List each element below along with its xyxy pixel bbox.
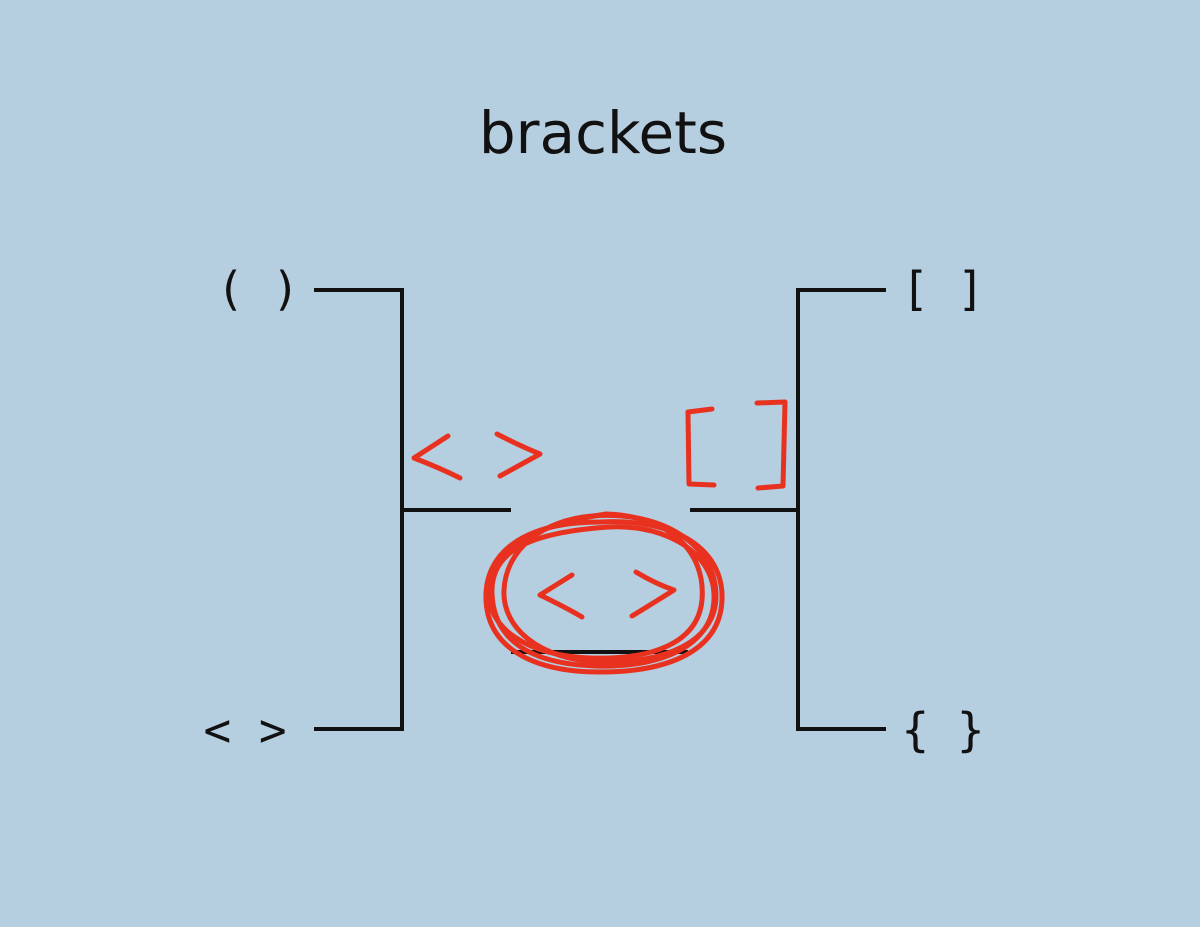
hand-circle-3 <box>501 512 719 665</box>
page-title: brackets <box>479 99 727 167</box>
leaf-bottom-left: < > <box>203 703 286 757</box>
hand-left-angle-open <box>411 433 463 481</box>
hand-left-angle-close <box>494 431 543 479</box>
leaf-bottom-right: { } <box>901 703 984 757</box>
leaf-top-right: [ ] <box>901 262 984 316</box>
hand-final-angle-close <box>629 569 677 619</box>
final-winner-handwriting <box>483 511 725 675</box>
hand-circle-2 <box>489 524 717 669</box>
left-winner-handwriting <box>411 431 543 481</box>
hand-final-angle-open <box>537 572 585 620</box>
hand-circle-4 <box>485 511 705 661</box>
right-winner-handwriting <box>685 399 788 491</box>
left-bracket-lines <box>314 288 511 731</box>
hand-right-square-close <box>754 399 788 491</box>
hand-right-square-open <box>685 406 717 488</box>
right-bracket-lines <box>690 288 886 731</box>
leaf-top-left: ( ) <box>216 262 299 316</box>
